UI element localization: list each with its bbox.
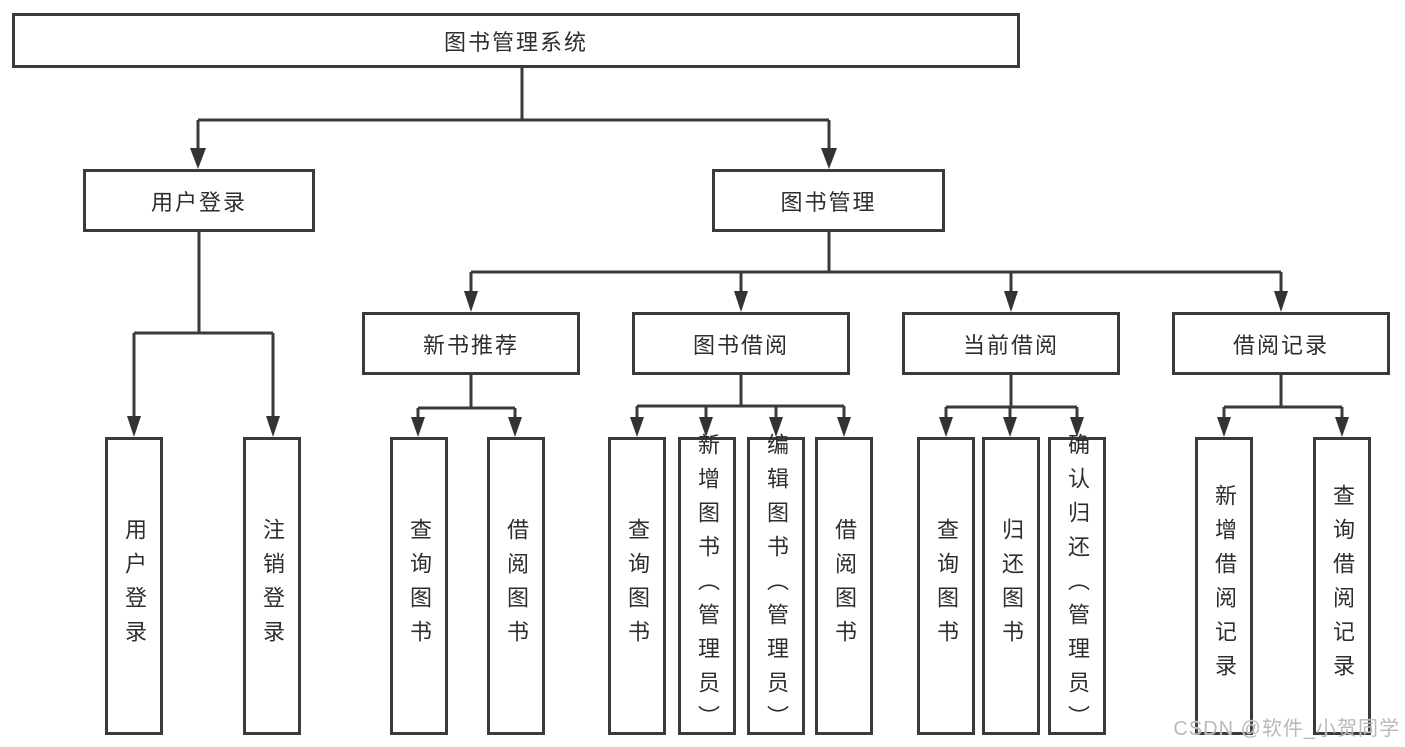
connector-borrow-record-branch (1217, 375, 1349, 437)
connector-root-to-level2 (190, 68, 837, 169)
node-book-borrow: 图书借阅 (632, 312, 850, 375)
node-leaf-query-books-recommend: 查询图书 (390, 437, 448, 735)
connector-current-borrow-branch (939, 375, 1084, 437)
node-borrow-record: 借阅记录 (1172, 312, 1390, 375)
node-root-library-system: 图书管理系统 (12, 13, 1020, 68)
node-leaf-user-login: 用户登录 (105, 437, 163, 735)
node-leaf-return-book: 归还图书 (982, 437, 1040, 735)
node-user-login: 用户登录 (83, 169, 315, 232)
node-leaf-add-borrow-record: 新增借阅记录 (1195, 437, 1253, 735)
node-leaf-logout: 注销登录 (243, 437, 301, 735)
connector-user-login-branch (127, 232, 280, 437)
node-leaf-query-books-current: 查询图书 (917, 437, 975, 735)
connector-book-mgmt-branch (464, 232, 1288, 312)
watermark: CSDN @软件_小贺同学 (1173, 718, 1400, 740)
connector-book-borrow-branch (630, 375, 851, 437)
connector-new-book-rec-branch (411, 375, 522, 437)
node-leaf-borrow-books-recommend: 借阅图书 (487, 437, 545, 735)
node-current-borrow: 当前借阅 (902, 312, 1120, 375)
node-leaf-query-books-borrow: 查询图书 (608, 437, 666, 735)
node-leaf-query-borrow-record: 查询借阅记录 (1313, 437, 1371, 735)
node-leaf-confirm-return-admin: 确认归还（管理员） (1048, 433, 1106, 739)
node-new-book-recommend: 新书推荐 (362, 312, 580, 375)
node-book-management: 图书管理 (712, 169, 945, 232)
node-leaf-add-book-admin: 新增图书（管理员） (678, 433, 736, 739)
node-leaf-edit-book-admin: 编辑图书（管理员） (747, 433, 805, 739)
node-leaf-borrow-books: 借阅图书 (815, 437, 873, 735)
